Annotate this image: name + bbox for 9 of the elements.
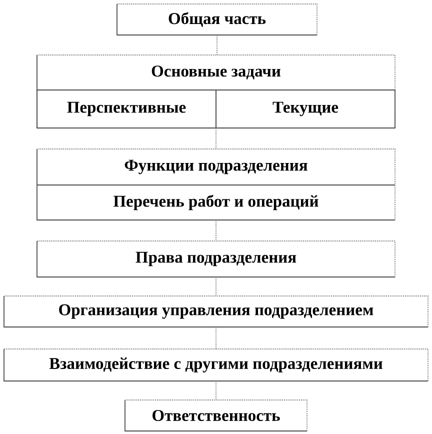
- connector-line: [216, 34, 218, 56]
- section-box: Общая часть: [116, 4, 318, 36]
- section-box: Ответственность: [124, 400, 308, 432]
- section-box: Организация управления подразделением: [4, 296, 428, 328]
- two-row-box: Функции подразделения Перечень работ и операций: [36, 148, 396, 220]
- section-box: Права подразделения: [36, 240, 396, 278]
- table-cell: Перспективные: [36, 90, 216, 128]
- section-box: Взаимодействие с другими подразделениями: [4, 348, 428, 382]
- table-cell: Текущие: [216, 90, 396, 128]
